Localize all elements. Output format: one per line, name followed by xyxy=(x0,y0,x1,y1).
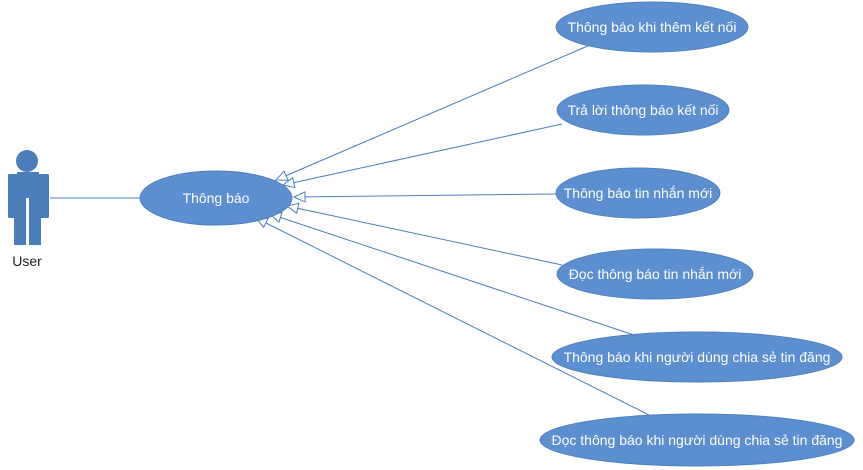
use-case-label: Thông báo xyxy=(183,190,250,206)
use-case-ellipse xyxy=(555,1,749,53)
extend-connector-line xyxy=(269,213,638,337)
actor-label: User xyxy=(12,253,42,269)
extend-connector-line xyxy=(275,44,591,181)
actor-user: User xyxy=(8,150,49,269)
extend-connector-line xyxy=(282,123,563,186)
use-case-ellipse xyxy=(539,413,855,467)
use-case-ellipse xyxy=(556,248,754,300)
use-case-label: Thông báo khi người dùng chia sẻ tin đăn… xyxy=(564,349,831,365)
extend-connectors xyxy=(254,44,656,419)
use-case-label: Đọc thông báo tin nhắn mới xyxy=(569,266,742,282)
person-icon xyxy=(8,150,49,245)
use-case-ellipse xyxy=(551,331,843,383)
use-case-label: Đọc thông báo khi người dùng chia sẻ tin… xyxy=(552,432,843,448)
use-case-label: Thông báo tin nhắn mới xyxy=(564,185,713,201)
use-case-ext-3[interactable]: Thông báo tin nhắn mới xyxy=(555,167,721,219)
use-case-label: Thông báo khi thêm kết nối xyxy=(568,19,737,35)
use-case-ext-1[interactable]: Thông báo khi thêm kết nối xyxy=(555,1,749,53)
arrowhead-icon xyxy=(281,176,296,189)
use-case-ext-2[interactable]: Trả lời thông báo kết nối xyxy=(556,84,730,136)
arrowhead-icon xyxy=(285,202,300,215)
use-case-ext-4[interactable]: Đọc thông báo tin nhắn mới xyxy=(556,248,754,300)
arrowhead-icon xyxy=(274,170,289,181)
use-case-main[interactable]: Thông báo xyxy=(139,170,293,226)
extend-connector-line xyxy=(293,193,557,198)
use-case-ellipse xyxy=(555,167,721,219)
use-case-ext-5[interactable]: Thông báo khi người dùng chia sẻ tin đăn… xyxy=(551,331,843,383)
arrowhead-icon xyxy=(292,191,306,203)
extend-connector-line xyxy=(286,205,563,266)
use-case-label: Trả lời thông báo kết nối xyxy=(567,102,718,118)
use-case-ellipse xyxy=(556,84,730,136)
extend-connector-line xyxy=(255,217,656,419)
use-case-ellipse xyxy=(139,170,293,226)
use-case-ext-6[interactable]: Đọc thông báo khi người dùng chia sẻ tin… xyxy=(539,413,855,467)
